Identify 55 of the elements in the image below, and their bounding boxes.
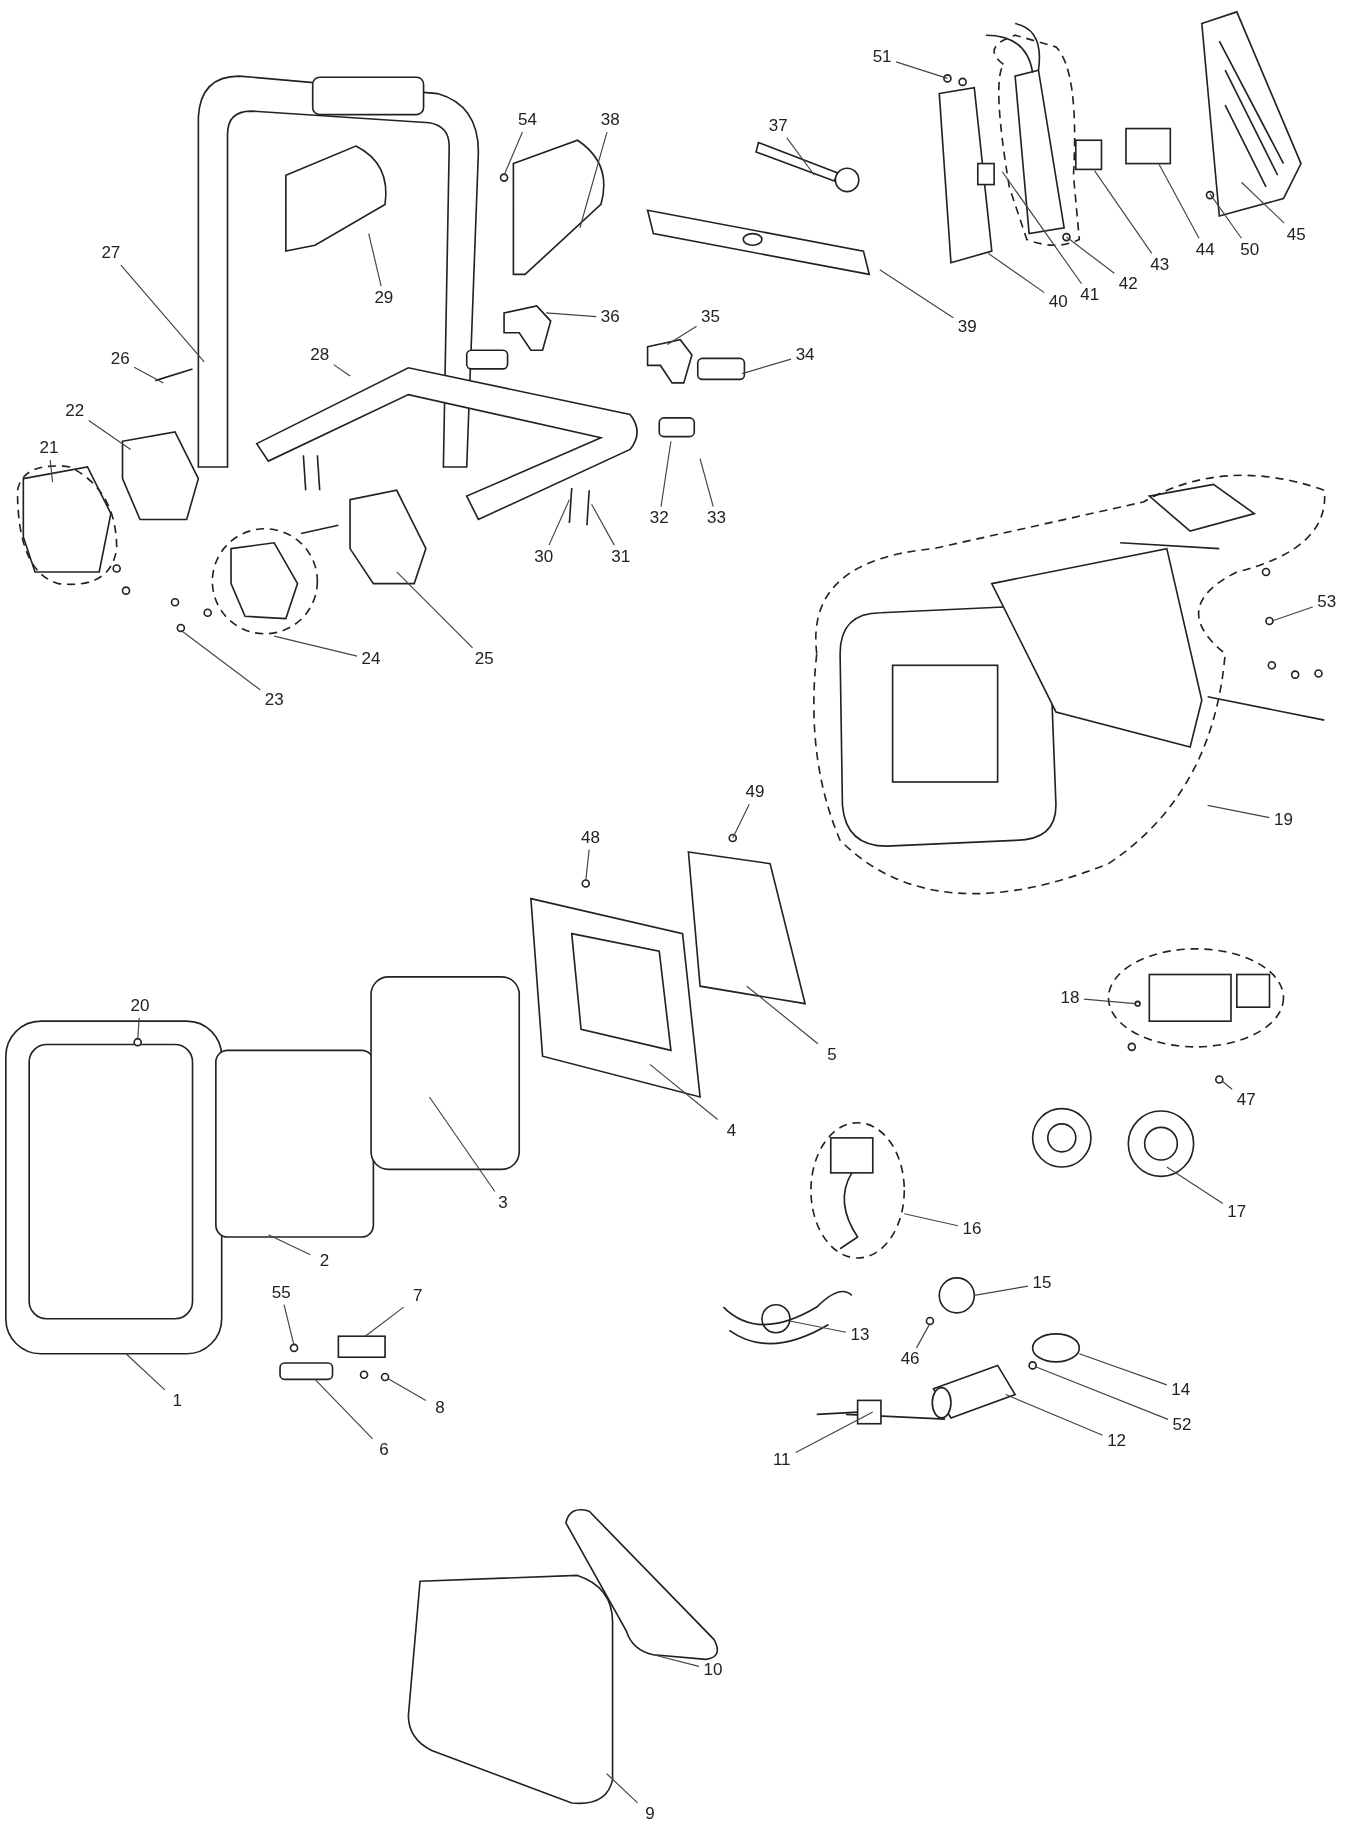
leader-line [606,1773,639,1804]
leader-line [1271,606,1314,622]
leader-line [503,131,523,176]
leader-line [137,1017,140,1041]
leader-line [180,629,261,691]
leader-line [585,849,590,882]
leader-line [741,358,792,375]
leader-line [786,137,815,176]
leader-line [314,1378,374,1440]
leader-line [396,571,474,649]
leader-line [428,1096,496,1193]
leader-line [895,61,949,79]
leader-line [49,459,54,483]
leader-line [1221,1080,1233,1090]
leader-line [120,264,205,363]
leader-line [699,458,714,508]
leader-line [1093,170,1153,254]
leader-line [333,364,351,377]
leader-line [1005,1393,1104,1436]
leader-line [133,366,164,384]
leader-line [125,1353,166,1391]
leader-line [368,233,382,287]
leader-line [1158,163,1200,239]
leader-line [903,1213,959,1227]
leader-line [1166,1166,1224,1205]
leader-line [732,803,750,839]
leader-line [1034,1365,1169,1420]
leader-line [1207,804,1271,819]
leader-line [879,269,954,319]
leader-line [579,131,608,229]
leader-line [273,635,358,657]
leader-line [545,312,597,318]
leader-line [386,1377,427,1402]
leader-line [660,440,672,508]
leader-line [746,985,819,1045]
leader-line [364,1306,405,1337]
leader-line [1240,181,1285,224]
leader-line [666,325,698,345]
leader-line [795,1411,874,1454]
leader-line [1209,193,1242,239]
leader-line [789,1320,847,1333]
leader-line [652,1654,700,1667]
leader-line [283,1304,295,1347]
leader-line [267,1234,311,1256]
leader-line [649,1063,719,1121]
leader-line [591,503,615,546]
leader-line [915,1322,931,1349]
leader-line [973,1285,1029,1296]
leader-line [1065,236,1115,274]
leader-line [548,499,570,546]
leader-line [88,419,132,451]
leader-line [1078,1353,1168,1386]
leader-line [1001,171,1083,285]
leader-line [1083,998,1136,1005]
leader-line [987,252,1045,294]
